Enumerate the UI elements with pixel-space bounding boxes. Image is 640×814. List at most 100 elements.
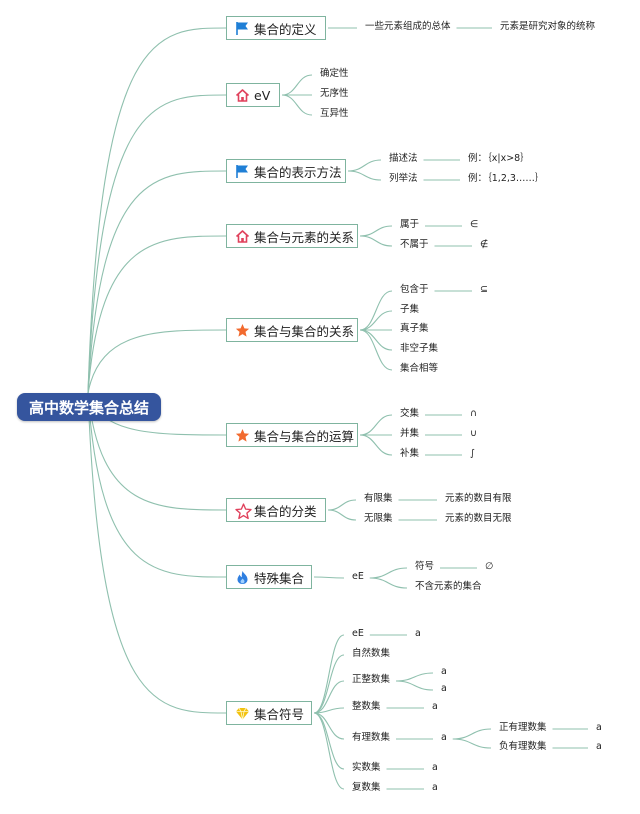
topic-node[interactable]: 元素的数目有限 — [445, 493, 512, 504]
branch-label: 集合的定义 — [254, 21, 317, 37]
flag-icon — [235, 164, 250, 179]
connector-line — [313, 712, 345, 770]
star-icon — [235, 323, 250, 338]
connector-line — [395, 672, 434, 682]
house-icon — [235, 229, 250, 244]
topic-node[interactable]: eE — [352, 571, 364, 582]
topic-node[interactable]: ∩ — [470, 408, 477, 419]
star-icon — [235, 428, 250, 443]
connector-line — [87, 392, 227, 714]
branch-label: 特殊集合 — [254, 570, 305, 586]
branch-label: 集合符号 — [254, 706, 305, 722]
topic-node[interactable]: 描述法 — [389, 153, 418, 164]
topic-node[interactable]: 有限集 — [364, 493, 393, 504]
topic-node[interactable]: a — [432, 782, 438, 793]
connector-line — [359, 414, 393, 436]
topic-node[interactable]: a — [596, 741, 602, 752]
topic-node[interactable]: 交集 — [400, 408, 420, 419]
connector-line — [87, 392, 227, 511]
connector-line — [87, 170, 227, 394]
topic-node[interactable]: a — [441, 732, 447, 743]
topic-node[interactable]: 负有理数集 — [499, 741, 547, 752]
branch-label: 集合与集合的运算 — [254, 428, 355, 444]
branch-label: 集合与集合的关系 — [254, 323, 355, 339]
connector-line — [87, 392, 227, 578]
topic-node[interactable]: a — [441, 683, 447, 694]
topic-node[interactable]: 例：｛x|x>8｝ — [468, 153, 530, 164]
connector-line — [359, 225, 393, 237]
topic-node[interactable]: 正有理数集 — [499, 722, 547, 733]
topic-node[interactable]: 真子集 — [400, 323, 429, 334]
topic-node[interactable]: 正整数集 — [352, 674, 391, 685]
topic-node[interactable]: 整数集 — [352, 701, 381, 712]
connector-line — [87, 94, 227, 394]
topic-node[interactable]: 子集 — [400, 304, 420, 315]
connector-line — [347, 170, 382, 181]
topic-node[interactable]: ∈ — [470, 219, 479, 230]
topic-node[interactable]: eE — [352, 628, 364, 639]
connector-line — [281, 94, 313, 116]
connector-line — [313, 576, 345, 579]
branch-node[interactable]: 集合的定义 — [226, 16, 326, 40]
topic-node[interactable]: 元素是研究对象的统称 — [500, 21, 596, 32]
house-icon — [235, 88, 250, 103]
connector-line — [359, 329, 393, 371]
topic-node[interactable]: a — [432, 701, 438, 712]
branch-node[interactable]: 集合与集合的关系 — [226, 318, 358, 342]
connector-line — [313, 712, 345, 740]
topic-node[interactable]: 无限集 — [364, 513, 393, 524]
topic-node[interactable]: ∪ — [470, 428, 477, 439]
branch-node[interactable]: eV — [226, 83, 280, 107]
topic-node[interactable]: 有理数集 — [352, 732, 391, 743]
topic-node[interactable]: 包含于 — [400, 284, 429, 295]
topic-node[interactable]: 符号 — [415, 561, 435, 572]
topic-node[interactable]: 不含元素的集合 — [415, 581, 482, 592]
topic-node[interactable]: ∫ — [470, 448, 475, 459]
topic-node[interactable]: a — [432, 762, 438, 773]
connector-line — [281, 74, 313, 96]
branch-node[interactable]: 特殊集合 — [226, 565, 312, 589]
topic-node[interactable]: 实数集 — [352, 762, 381, 773]
branch-node[interactable]: 集合的分类 — [226, 498, 326, 522]
branch-node[interactable]: 集合符号 — [226, 701, 312, 725]
topic-node[interactable]: ⊆ — [480, 284, 488, 295]
topic-node[interactable]: ∉ — [480, 239, 489, 250]
connector-line — [313, 634, 345, 714]
topic-node[interactable]: 并集 — [400, 428, 420, 439]
topic-node[interactable]: 集合相等 — [400, 363, 439, 374]
connector-line — [452, 728, 492, 740]
topic-node[interactable]: 例：｛1,2,3……｝ — [468, 173, 545, 184]
branch-node[interactable]: 集合与集合的运算 — [226, 423, 358, 447]
topic-node[interactable]: 列举法 — [389, 173, 418, 184]
flame-icon — [235, 570, 250, 585]
topic-node[interactable]: a — [441, 666, 447, 677]
topic-node[interactable]: 一些元素组成的总体 — [365, 21, 451, 32]
connector-line — [359, 329, 393, 351]
connector-line — [87, 329, 227, 394]
branch-node[interactable]: 集合的表示方法 — [226, 159, 346, 183]
topic-node[interactable]: 自然数集 — [352, 648, 391, 659]
branch-label: eV — [254, 87, 271, 103]
topic-node[interactable]: 非空子集 — [400, 343, 439, 354]
connector-line — [359, 235, 393, 247]
topic-node[interactable]: 复数集 — [352, 782, 381, 793]
topic-node[interactable]: 属于 — [400, 219, 420, 230]
connector-line — [359, 434, 393, 456]
star-outline-icon — [235, 502, 252, 519]
topic-node[interactable]: ∅ — [485, 561, 494, 572]
branch-node[interactable]: 集合与元素的关系 — [226, 224, 358, 248]
connector-line — [313, 707, 345, 714]
topic-node[interactable]: 补集 — [400, 448, 420, 459]
branch-label: 集合的分类 — [254, 503, 317, 519]
topic-node[interactable]: a — [596, 722, 602, 733]
topic-node[interactable]: 互异性 — [320, 108, 349, 119]
connector-line — [347, 159, 382, 172]
topic-node[interactable]: 不属于 — [400, 239, 429, 250]
topic-node[interactable]: 元素的数目无限 — [445, 513, 512, 524]
gem-icon — [235, 706, 250, 721]
topic-node[interactable]: a — [415, 628, 421, 639]
root-node[interactable]: 高中数学集合总结 — [17, 393, 161, 421]
topic-node[interactable]: 确定性 — [320, 68, 349, 79]
topic-node[interactable]: 无序性 — [320, 88, 349, 99]
